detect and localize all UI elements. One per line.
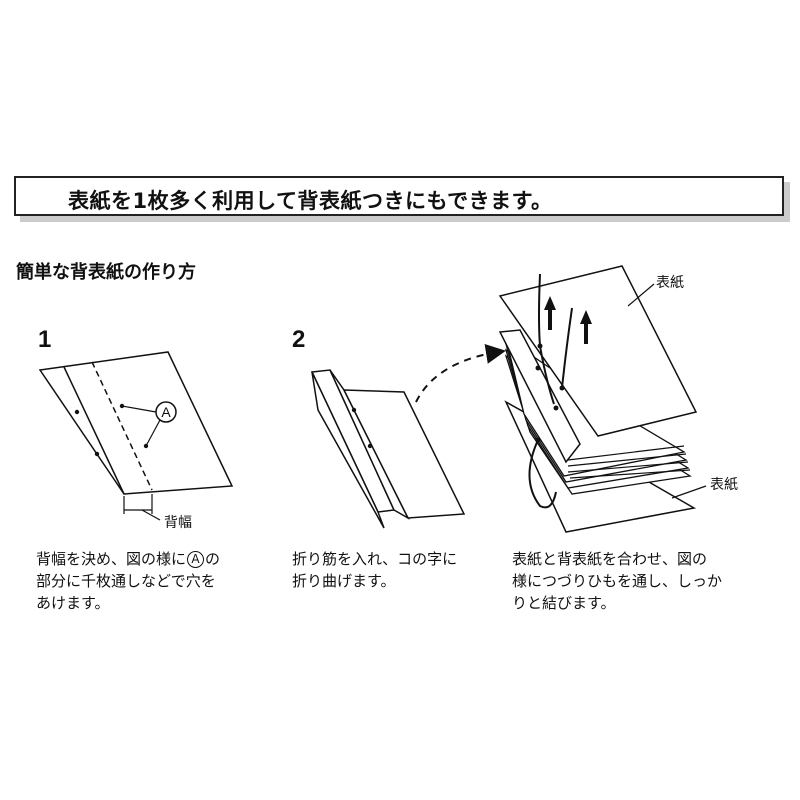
caption-marker-a: A <box>187 551 205 568</box>
spine-width-label: 背幅 <box>164 515 192 531</box>
step-3-caption-line1: 表紙と背表紙を合わせ、図の <box>512 550 708 568</box>
dashed-arrow <box>415 344 506 403</box>
binding-holes <box>535 343 565 443</box>
step-1-caption-line3: あけます。 <box>36 594 110 612</box>
spine-width-indicator <box>123 494 161 521</box>
top-cover-label: 表紙 <box>656 275 684 291</box>
page-stack-edges <box>567 445 691 479</box>
step-3-caption-line2: 様につづりひもを通し、しっか <box>512 572 723 590</box>
step-1-caption-line1-pre: 背幅を決め、図の様に <box>36 550 187 568</box>
step-1-marker-lines <box>121 405 161 447</box>
step-1-holes <box>74 409 100 457</box>
marker-a-circle <box>155 401 177 423</box>
step-2-number: 2 <box>292 326 306 353</box>
binding-strings <box>528 273 573 509</box>
marker-a-text: A <box>161 404 171 420</box>
pull-arrows <box>544 296 592 344</box>
step-1-number: 1 <box>38 326 52 353</box>
step-2-caption-line2: 折り曲げます。 <box>292 572 396 590</box>
step-1-caption-line2: 部分に千枚通しなどで穴を <box>36 572 216 590</box>
step-2-holes <box>351 407 373 449</box>
banner-text: 表紙を1枚多く利用して背表紙つきにもできます。 <box>68 189 553 213</box>
step-1-sheet <box>38 351 234 495</box>
step-3-caption-line3: りと結びます。 <box>512 594 616 612</box>
step-1-marker-dots <box>119 403 149 449</box>
step-3-caption: 表紙と背表紙を合わせ、図の 様につづりひもを通し、しっか りと結びます。 <box>512 548 722 614</box>
step-2-caption-line1: 折り筋を入れ、コの字に <box>292 550 458 568</box>
step-1-caption-line1-post: の <box>205 550 221 568</box>
step-2-caption: 折り筋を入れ、コの字に 折り曲げます。 <box>292 548 457 592</box>
title-banner: 表紙を1枚多く利用して背表紙つきにもできます。 <box>14 176 784 216</box>
bottom-cover-label: 表紙 <box>710 477 738 493</box>
cover-label-leaders <box>627 283 707 499</box>
step-2-folded-spine <box>310 369 466 529</box>
assembly-spine <box>498 329 581 464</box>
section-title: 簡単な背表紙の作り方 <box>16 262 196 283</box>
